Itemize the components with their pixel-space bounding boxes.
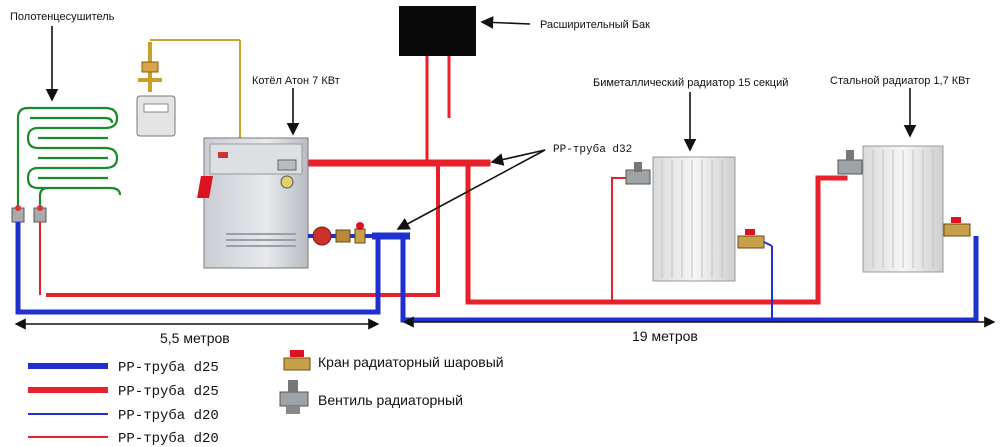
ball-valve-icon (283, 350, 311, 371)
boiler-label: Котёл Атон 7 КВт (252, 75, 340, 87)
circulation-pump (308, 222, 372, 246)
dimension-lines (14, 316, 996, 330)
legend-label-3: РР-труба d20 (118, 407, 219, 424)
annotation-arrows (45, 16, 917, 230)
legend-valve-label-1: Кран радиаторный шаровый (318, 354, 504, 370)
distance-right-label: 19 метров (632, 328, 698, 344)
towel-dryer-valves (11, 205, 47, 223)
expansion-tank-label: Расширительный Бак (540, 19, 650, 31)
legend-pipes: РР-труба d25 РР-труба d25 РР-труба d20 Р… (28, 359, 219, 447)
legend-label-4: РР-труба d20 (118, 430, 219, 447)
expansion-tank (399, 6, 476, 162)
bimetal-radiator-valve (625, 162, 651, 185)
gas-meter (136, 39, 241, 140)
legend-label-2: РР-труба d25 (118, 383, 219, 400)
bimetal-radiator (652, 156, 736, 282)
legend-valves: Кран радиаторный шаровый Вентиль радиато… (279, 350, 504, 414)
steel-radiator-label: Стальной радиатор 1,7 КВт (830, 75, 970, 87)
bimetal-radiator-label: Биметаллический радиатор 15 секций (593, 77, 788, 89)
supply-pipes-d20 (39, 177, 628, 302)
legend-label-1: РР-труба d25 (118, 359, 219, 376)
steel-radiator-valve (837, 150, 863, 175)
steel-radiator-ball-valve (943, 217, 971, 237)
boiler (197, 137, 309, 269)
towel-dryer-label: Полотенцесушитель (10, 11, 115, 23)
steel-radiator (862, 145, 944, 273)
pp-pipe-d32-label: РР-труба d32 (553, 143, 632, 156)
towel-dryer-coil (16, 106, 122, 210)
radiator-valve-icon (279, 380, 309, 414)
bimetal-radiator-ball-valve (737, 229, 773, 249)
distance-left-label: 5,5 метров (160, 330, 230, 346)
return-pipes-d25 (15, 222, 979, 323)
legend-valve-label-2: Вентиль радиаторный (318, 392, 463, 408)
